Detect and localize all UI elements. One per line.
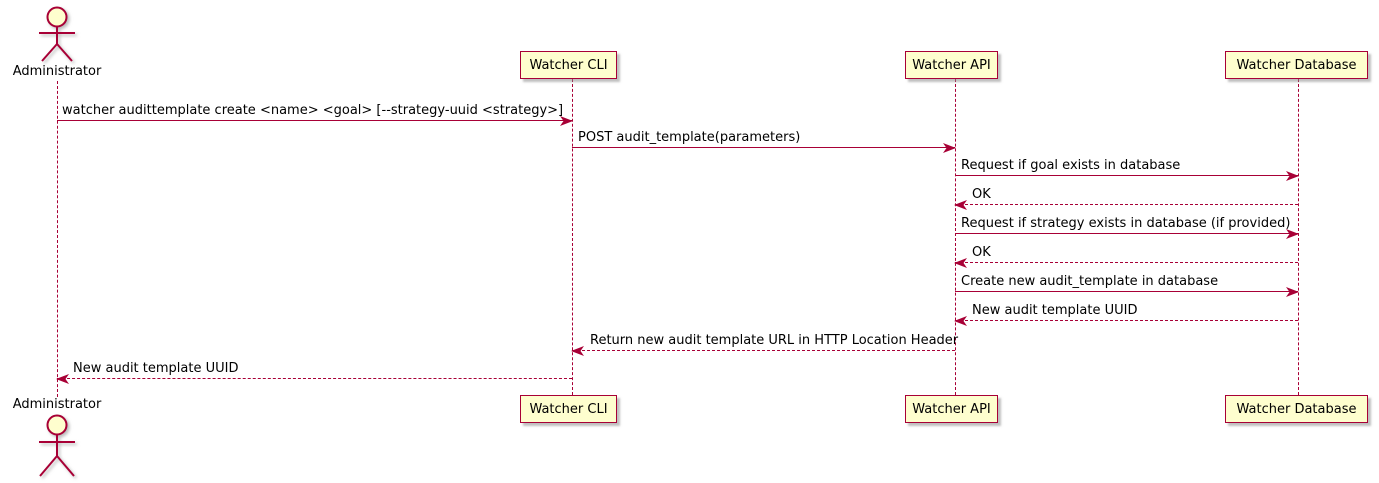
message-label: New audit template UUID (972, 303, 1138, 318)
message-label: Create new audit_template in database (961, 274, 1219, 289)
arrowhead-left-icon (56, 373, 69, 384)
message-label: Return new audit template URL in HTTP Lo… (590, 333, 959, 348)
message-label: OK (972, 187, 991, 202)
message-label: OK (972, 245, 991, 260)
message-label: Request if strategy exists in database (… (961, 216, 1291, 231)
message-1: watcher audittemplate create <name> <goa… (57, 103, 573, 127)
participant-watcher-cli-bottom: Watcher CLI (520, 395, 617, 423)
message-line (572, 147, 955, 148)
participant-watcher-database: Watcher Database (1225, 51, 1368, 79)
actor-label-bottom: Administrator (12, 397, 102, 412)
lifeline-watcher-database (1298, 79, 1299, 395)
message-line (955, 204, 1298, 205)
participant-watcher-api: Watcher API (905, 51, 998, 79)
message-line (955, 320, 1298, 321)
arrowhead-left-icon (954, 315, 967, 326)
message-9: Return new audit template URL in HTTP Lo… (571, 333, 959, 357)
participant-watcher-api-bottom: Watcher API (905, 395, 998, 423)
message-4: OK (954, 187, 1298, 211)
message-line (572, 350, 955, 351)
arrowhead-right-icon (560, 115, 573, 126)
lifeline-watcher-cli (572, 79, 573, 395)
message-6: OK (954, 245, 1298, 269)
arrowhead-left-icon (571, 345, 584, 356)
message-10: New audit template UUID (56, 361, 572, 385)
message-2: POST audit_template(parameters) (572, 130, 956, 154)
message-line (955, 175, 1298, 176)
arrowhead-left-icon (954, 257, 967, 268)
arrowhead-right-icon (1286, 170, 1299, 181)
participant-watcher-cli: Watcher CLI (520, 51, 617, 79)
message-line (955, 262, 1298, 263)
message-line (57, 120, 572, 121)
arrowhead-right-icon (943, 142, 956, 153)
message-3: Request if goal exists in database (955, 158, 1299, 182)
arrowhead-right-icon (1286, 228, 1299, 239)
message-label: Request if goal exists in database (961, 158, 1181, 173)
message-line (57, 378, 572, 379)
message-5: Request if strategy exists in database (… (955, 216, 1299, 240)
actor-icon-bottom (39, 414, 75, 477)
arrowhead-left-icon (954, 199, 967, 210)
actor-label: Administrator (12, 64, 102, 79)
message-label: watcher audittemplate create <name> <goa… (62, 103, 564, 118)
participant-watcher-database-bottom: Watcher Database (1225, 395, 1368, 423)
message-7: Create new audit_template in database (955, 274, 1299, 298)
arrowhead-right-icon (1286, 286, 1299, 297)
message-line (955, 291, 1298, 292)
lifeline-administrator (57, 81, 58, 397)
message-label: POST audit_template(parameters) (578, 130, 801, 145)
message-label: New audit template UUID (73, 361, 239, 376)
message-8: New audit template UUID (954, 303, 1298, 327)
message-line (955, 233, 1298, 234)
actor-icon (39, 6, 75, 62)
lifeline-watcher-api (955, 79, 956, 395)
